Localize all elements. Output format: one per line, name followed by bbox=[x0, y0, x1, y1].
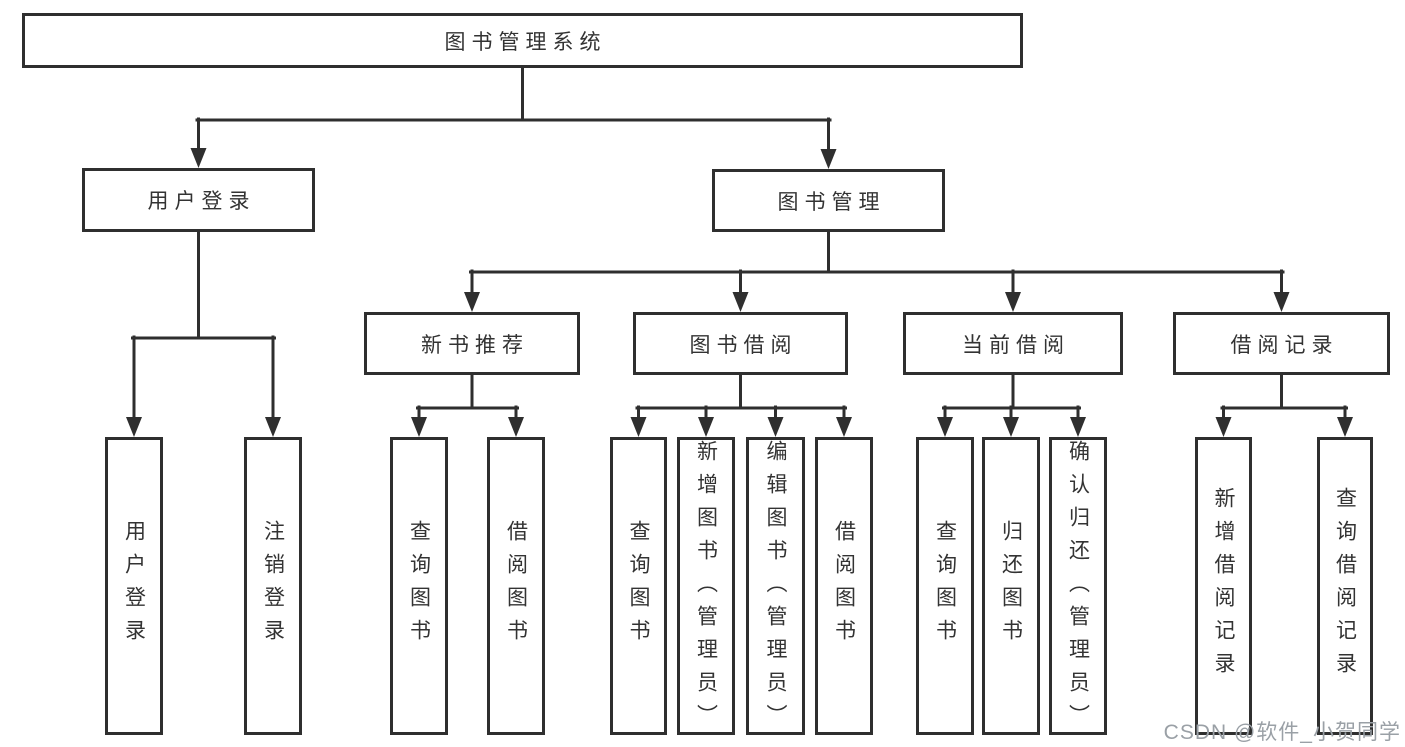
leaf-bb-borrow-books: 借阅图书 bbox=[815, 437, 873, 735]
leaf-br-add-record-label: 新增借阅记录 bbox=[1212, 487, 1235, 685]
node-borrow-records-label: 借阅记录 bbox=[1230, 333, 1339, 357]
node-user-login: 用户登录 bbox=[82, 168, 315, 232]
node-book-borrow: 图书借阅 bbox=[633, 312, 848, 375]
node-new-book-rec-label: 新书推荐 bbox=[421, 333, 529, 357]
node-root-label: 图书管理系统 bbox=[444, 30, 607, 54]
leaf-bb-edit-books-admin: 编辑图书（管理员） bbox=[746, 437, 805, 737]
leaf-logout-label: 注销登录 bbox=[261, 520, 285, 652]
node-current-borrow-label: 当前借阅 bbox=[962, 333, 1070, 357]
connector-borrow-records-children bbox=[1215, 373, 1353, 437]
node-user-login-label: 用户登录 bbox=[147, 190, 256, 213]
connector-book-borrow-children bbox=[630, 373, 852, 437]
node-root: 图书管理系统 bbox=[22, 13, 1023, 68]
leaf-nbr-borrow-books: 借阅图书 bbox=[487, 437, 545, 735]
leaf-logout: 注销登录 bbox=[244, 437, 302, 735]
leaf-br-query-record: 查询借阅记录 bbox=[1317, 437, 1373, 735]
leaf-br-add-record: 新增借阅记录 bbox=[1195, 437, 1252, 735]
leaf-nbr-query-books-label: 查询图书 bbox=[407, 520, 431, 652]
node-book-borrow-label: 图书借阅 bbox=[689, 333, 798, 357]
leaf-br-query-record-label: 查询借阅记录 bbox=[1333, 487, 1357, 685]
leaf-bb-borrow-books-label: 借阅图书 bbox=[832, 520, 856, 652]
leaf-nbr-query-books: 查询图书 bbox=[390, 437, 448, 735]
node-current-borrow: 当前借阅 bbox=[903, 312, 1123, 375]
connector-book-mgmt-children bbox=[464, 230, 1290, 312]
leaf-bb-add-books-admin: 新增图书（管理员） bbox=[677, 437, 735, 737]
connector-new-book-rec-children bbox=[411, 373, 524, 437]
leaf-cb-confirm-return-admin-label: 确认归还（管理员） bbox=[1066, 440, 1090, 737]
node-new-book-rec: 新书推荐 bbox=[364, 312, 580, 375]
leaf-user-login: 用户登录 bbox=[105, 437, 163, 735]
connector-user-login-children bbox=[126, 230, 281, 437]
leaf-cb-query-books: 查询图书 bbox=[916, 437, 974, 735]
connector-current-borrow-children bbox=[937, 373, 1086, 437]
node-book-mgmt: 图书管理 bbox=[712, 169, 945, 232]
leaf-bb-query-books: 查询图书 bbox=[610, 437, 667, 735]
csdn-watermark: CSDN @软件_小贺同学 bbox=[1163, 721, 1401, 744]
leaf-bb-add-books-admin-label: 新增图书（管理员） bbox=[694, 440, 718, 737]
leaf-bb-query-books-label: 查询图书 bbox=[627, 520, 650, 652]
connector-root-to-level2 bbox=[190, 66, 837, 169]
leaf-nbr-borrow-books-label: 借阅图书 bbox=[504, 520, 528, 652]
node-borrow-records: 借阅记录 bbox=[1173, 312, 1390, 375]
leaf-user-login-label: 用户登录 bbox=[122, 520, 146, 652]
node-book-mgmt-label: 图书管理 bbox=[777, 190, 886, 214]
leaf-cb-query-books-label: 查询图书 bbox=[933, 520, 957, 652]
leaf-cb-confirm-return-admin: 确认归还（管理员） bbox=[1049, 437, 1107, 737]
leaf-cb-return-books-label: 归还图书 bbox=[999, 520, 1023, 652]
leaf-bb-edit-books-admin-label: 编辑图书（管理员） bbox=[764, 440, 787, 737]
leaf-cb-return-books: 归还图书 bbox=[982, 437, 1040, 735]
